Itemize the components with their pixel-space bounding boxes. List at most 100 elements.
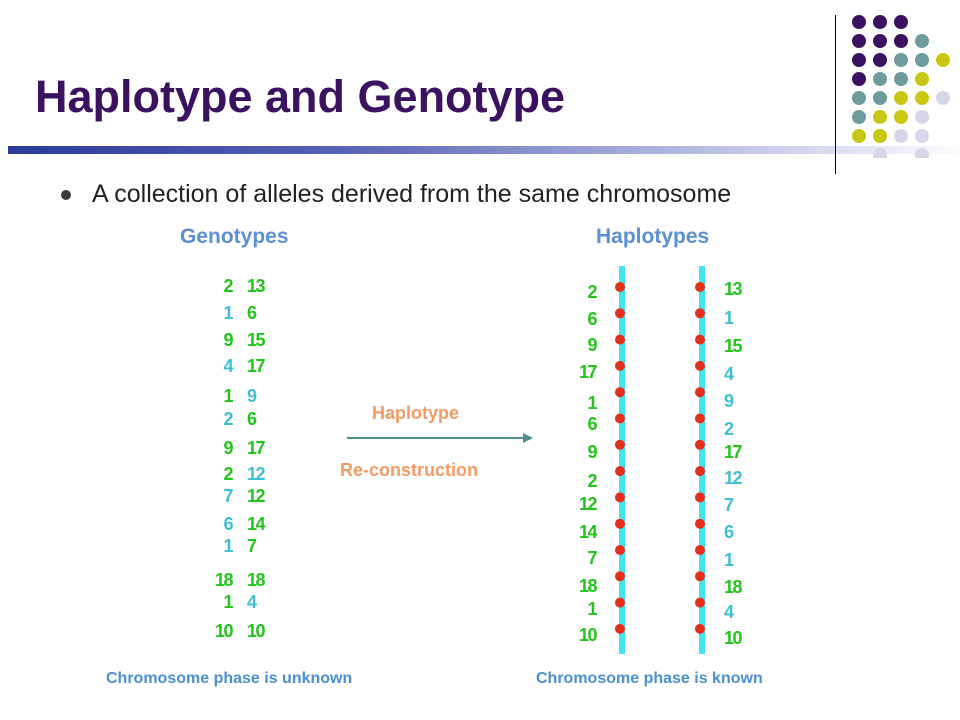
genotype-allele-b: 6 [247, 409, 257, 429]
genotype-allele-b: 9 [247, 386, 257, 406]
snp-dot [695, 466, 705, 477]
genotype-allele-a: 9 [223, 438, 233, 458]
haplotype-2-allele: 18 [724, 577, 743, 597]
haplotype-2-allele: 4 [724, 602, 734, 622]
bullet-dot [61, 190, 71, 200]
genotype-allele-a: 6 [223, 514, 233, 534]
genotype-allele-a: 9 [223, 330, 233, 350]
decorative-dot [873, 91, 887, 105]
haplotype-1-allele: 6 [587, 414, 597, 434]
decorative-dot [894, 53, 908, 67]
decorative-dot [915, 129, 929, 143]
haplotype-1-allele: 1 [587, 393, 597, 413]
decorative-dot [915, 72, 929, 86]
genotypes-heading: Genotypes [180, 225, 289, 248]
haplotype-1-allele: 12 [578, 494, 598, 514]
snp-dot [695, 308, 705, 319]
haplotype-1-allele: 14 [578, 522, 598, 542]
decorative-dot [852, 53, 866, 67]
snp-dot [695, 439, 705, 450]
genotype-allele-b: 12 [247, 486, 266, 506]
snp-dot [615, 439, 625, 450]
title-underline [8, 146, 960, 154]
decorative-dot [894, 110, 908, 124]
snp-dot [695, 387, 705, 398]
snp-dot [615, 597, 625, 608]
snp-dot [615, 466, 625, 477]
haplotype-1-allele: 7 [587, 548, 597, 568]
genotype-allele-a: 2 [223, 276, 233, 296]
haplotype-2-allele: 9 [724, 391, 734, 411]
snp-dot [695, 623, 705, 634]
genotype-allele-a: 2 [223, 409, 233, 429]
snp-dot [615, 308, 625, 319]
haplotype-2-allele: 4 [724, 364, 734, 384]
genotype-allele-a: 18 [214, 570, 234, 590]
haplotype-1-allele: 10 [578, 625, 598, 645]
genotype-allele-a: 1 [223, 303, 233, 323]
decorative-dot [873, 148, 887, 158]
reconstruction-arrow [347, 433, 533, 443]
slide-title: Haplotype and Genotype [35, 71, 566, 122]
snp-dot [615, 413, 625, 424]
snp-dot [695, 571, 705, 582]
decorative-dot [873, 110, 887, 124]
decorative-dot [936, 91, 950, 105]
haplotype-2-allele: 7 [724, 495, 734, 515]
haplotype-1-allele: 2 [587, 471, 597, 491]
genotype-allele-b: 6 [247, 303, 257, 323]
snp-dot [615, 623, 625, 634]
haplotype-1-allele: 2 [587, 282, 597, 302]
snp-dot [615, 282, 625, 292]
haplotype-1-allele: 9 [587, 442, 597, 462]
snp-dot [695, 492, 705, 503]
snp-dot [695, 413, 705, 424]
genotype-allele-b: 4 [247, 592, 257, 612]
genotype-allele-b: 13 [247, 276, 266, 296]
decorative-dot-grid [852, 15, 950, 158]
chromosome-2-bar [699, 266, 705, 654]
decorative-dot [915, 91, 929, 105]
genotype-allele-a: 1 [223, 386, 233, 406]
decorative-dot [852, 129, 866, 143]
haplotype-chromosomes [615, 266, 705, 654]
haplotype-2-allele: 1 [724, 308, 734, 328]
haplotypes-heading: Haplotypes [596, 225, 710, 248]
decorative-dot [852, 72, 866, 86]
decorative-dot [915, 53, 929, 67]
decorative-dot [894, 129, 908, 143]
genotype-allele-b: 15 [247, 330, 266, 350]
corner-divider-line [835, 15, 836, 174]
genotype-allele-a: 4 [223, 356, 233, 376]
genotype-allele-a: 7 [223, 486, 233, 506]
bullet-text: A collection of alleles derived from the… [92, 180, 732, 208]
snp-dot [615, 518, 625, 529]
decorative-dot [915, 110, 929, 124]
decorative-dot [852, 110, 866, 124]
genotype-allele-a: 1 [223, 592, 233, 612]
genotype-allele-b: 12 [247, 464, 266, 484]
decorative-dot [852, 15, 866, 29]
decorative-dot [894, 15, 908, 29]
arrow-label-reconstruction: Re-construction [340, 460, 479, 480]
haplotype-2-allele: 2 [724, 419, 734, 439]
decorative-dot [894, 72, 908, 86]
haplotype-1-allele: 6 [587, 309, 597, 329]
genotype-allele-b: 14 [247, 514, 266, 534]
arrow-label-haplotype: Haplotype [372, 403, 460, 423]
snp-dot [615, 492, 625, 503]
footer-phase-known: Chromosome phase is known [536, 670, 763, 687]
haplotype-1-allele: 1 [587, 599, 597, 619]
snp-dot [695, 545, 705, 555]
decorative-dot [873, 53, 887, 67]
snp-dot [615, 545, 625, 555]
decorative-dot [873, 34, 887, 48]
haplotype-2-allele: 12 [724, 468, 743, 488]
genotype-allele-b: 18 [247, 570, 266, 590]
decorative-dot [873, 72, 887, 86]
snp-dot [695, 597, 705, 608]
genotype-allele-b: 17 [247, 438, 266, 458]
haplotype-1-allele: 9 [587, 335, 597, 355]
snp-dot [695, 282, 705, 292]
decorative-dot [873, 15, 887, 29]
